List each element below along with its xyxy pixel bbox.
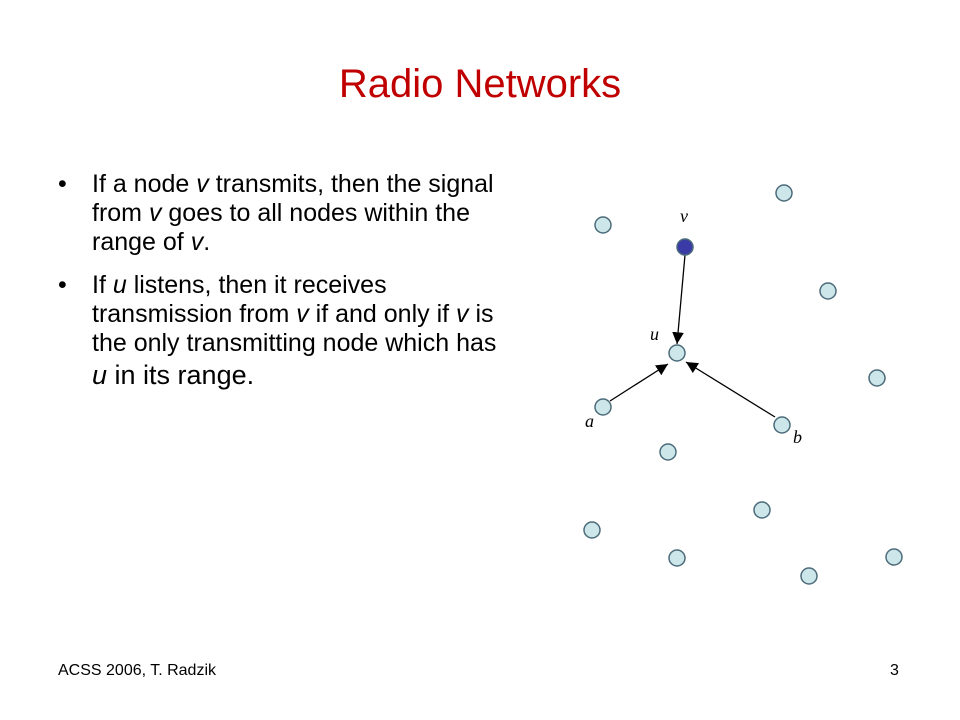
edge-a-to-u xyxy=(609,363,669,402)
node-b xyxy=(773,416,791,434)
node-v-transmitter xyxy=(676,238,694,256)
bullet-text: If a node v transmits, then the signal f… xyxy=(92,170,494,256)
slide-title: Radio Networks xyxy=(338,62,622,106)
edge-b-to-u xyxy=(685,361,776,418)
text-segment: v xyxy=(296,300,309,328)
page-number: 3 xyxy=(890,662,899,679)
node xyxy=(668,549,686,567)
node-label-a: a xyxy=(585,411,594,431)
text-segment: u in its range. xyxy=(92,360,255,390)
node-u xyxy=(668,344,686,362)
text-segment: listens, then it receives transmission f… xyxy=(92,271,387,328)
node xyxy=(885,548,903,566)
text-segment: if and only if xyxy=(308,300,457,328)
text-segment: transmits, then the signal from xyxy=(92,170,494,227)
bullet-marker: • xyxy=(58,271,67,299)
node xyxy=(800,567,818,585)
footer-credit: ACSS 2006, T. Radzik xyxy=(58,662,217,679)
node xyxy=(868,369,886,387)
text-segment-italic: u xyxy=(92,360,108,390)
text-segment: u xyxy=(112,271,127,299)
text-segment: is the only transmitting node which has xyxy=(92,300,497,357)
node-label-b: b xyxy=(793,427,802,447)
bullet-list: • If a node v transmits, then the signal… xyxy=(58,170,508,406)
node-label-v: v xyxy=(680,206,688,226)
text-segment: If xyxy=(92,271,113,299)
node-label-u: u xyxy=(650,324,659,344)
bullet-marker: • xyxy=(58,170,67,198)
node xyxy=(583,521,601,539)
text-segment: v xyxy=(456,300,469,328)
bullet-item: • If u listens, then it receives transmi… xyxy=(58,271,508,392)
edge-v-to-u xyxy=(672,254,686,345)
node xyxy=(659,443,677,461)
text-segment: v xyxy=(190,228,204,256)
text-segment: If a node xyxy=(92,170,197,198)
text-segment: . xyxy=(203,228,211,256)
node xyxy=(594,216,612,234)
bullet-text: If u listens, then it receives transmiss… xyxy=(92,271,496,390)
text-segment: v xyxy=(196,170,209,198)
node xyxy=(775,184,793,202)
bullet-item: • If a node v transmits, then the signal… xyxy=(58,170,508,257)
node xyxy=(753,501,771,519)
node xyxy=(819,282,837,300)
node-a xyxy=(594,398,612,416)
text-segment: goes to all nodes within the range of xyxy=(92,199,470,256)
text-segment: v xyxy=(148,199,162,227)
